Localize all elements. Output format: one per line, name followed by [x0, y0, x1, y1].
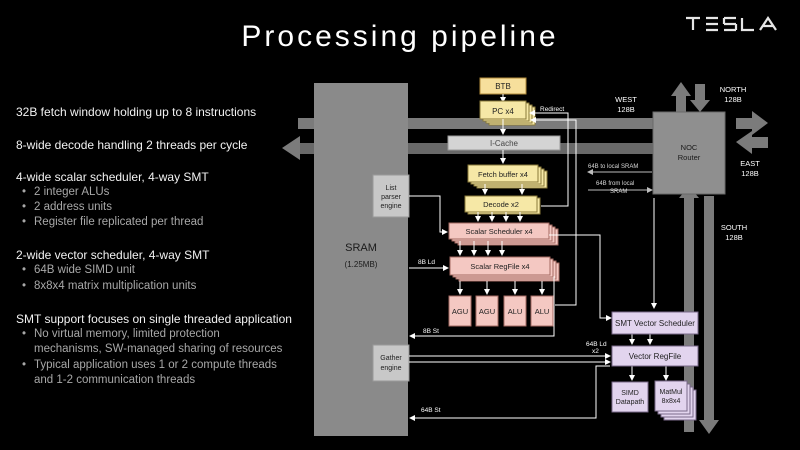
matmul-label: MatMul	[660, 389, 683, 396]
bullet-item: •Register file replicated per thread	[22, 216, 204, 228]
smt-heading: SMT support focuses on single threaded a…	[16, 312, 292, 326]
agu-unit	[448, 295, 472, 327]
fetch-buffer-label: Fetch buffer x4	[478, 170, 528, 179]
bullet-item: •8x8x4 matrix multiplication units	[22, 280, 197, 292]
sram-size: (1.25MB)	[345, 260, 378, 269]
matmul-block	[654, 380, 688, 412]
bullet-item: •No virtual memory, limited protection	[22, 328, 220, 340]
scalar-regfile-label: Scalar RegFile x4	[470, 262, 529, 271]
ld-8b-label: 8B Ld	[418, 259, 435, 266]
sram-label: SRAM	[345, 242, 377, 254]
north-down-shaft	[695, 84, 705, 102]
alu-label: ALU	[535, 307, 550, 316]
tesla-logo	[686, 16, 777, 32]
simd-label: SIMD	[621, 390, 639, 397]
south-down-arrow	[699, 420, 719, 434]
bullet-item-continuation: and 1-2 communication threads	[34, 374, 196, 386]
vector-regfile-block	[611, 345, 699, 367]
bullet-item: •Typical application uses 1 or 2 compute…	[22, 359, 277, 371]
north-up-arrow	[671, 82, 691, 96]
scalar-scheduler-block	[448, 222, 550, 240]
south-down-shaft	[704, 196, 714, 422]
alu-label: ALU	[508, 307, 523, 316]
list-parser-label: engine	[380, 203, 401, 210]
ld-64b-x2-label: x2	[592, 348, 599, 355]
east-width-label: 128B	[741, 169, 759, 178]
bullet-item: •2 integer ALUs	[22, 186, 110, 198]
list-parser-label: parser	[381, 194, 402, 201]
icache-label: I-Cache	[490, 139, 519, 148]
decode-label: Decode x2	[483, 200, 519, 209]
gather-label: engine	[380, 365, 401, 372]
south-label: SOUTH	[721, 223, 747, 232]
simd-datapath-block	[611, 381, 649, 413]
scalar-scheduler-label: Scalar Scheduler x4	[465, 227, 532, 236]
north-up-shaft	[676, 96, 686, 116]
vector-regfile-label: Vector RegFile	[629, 352, 682, 361]
west-out-arrow	[282, 136, 300, 160]
st-8b-label: 8B St	[423, 328, 439, 335]
agu-unit	[475, 295, 499, 327]
bullet-item-continuation: mechanisms, SW-managed sharing of resour…	[34, 343, 283, 355]
local-sram-arrows	[587, 169, 653, 193]
west-in-bus	[298, 118, 653, 129]
direction-labels: WEST 128B NORTH 128B EAST 128B SOUTH 128…	[615, 85, 760, 242]
north-label: NORTH	[720, 85, 747, 94]
list-parser-label: List	[386, 185, 397, 192]
alu-unit	[530, 295, 554, 327]
agu-label: AGU	[452, 307, 468, 316]
agu-label: AGU	[479, 307, 495, 316]
east-label: EAST	[740, 159, 760, 168]
noc-label: NOC	[681, 143, 698, 152]
ld-64b-label: 64B Ld	[586, 341, 607, 348]
gather-engine	[372, 344, 410, 382]
north-width-label: 128B	[724, 95, 742, 104]
fetch-window-text: 32B fetch window holding up to 8 instruc…	[16, 105, 257, 119]
west-width-label: 128B	[617, 105, 635, 114]
vector-heading: 2-wide vector scheduler, 4-way SMT	[16, 248, 210, 262]
decode-text: 8-wide decode handling 2 threads per cyc…	[16, 138, 248, 152]
scalar-heading: 4-wide scalar scheduler, 4-way SMT	[16, 170, 209, 184]
noc-label: Router	[678, 153, 701, 162]
west-label: WEST	[615, 95, 637, 104]
south-width-label: 128B	[725, 233, 743, 242]
bullet-item: •2 address units	[22, 201, 112, 213]
north-down-arrow	[690, 100, 710, 112]
btb-label: BTB	[495, 82, 511, 91]
icache-block	[447, 135, 561, 151]
fetch-buffer-block	[467, 164, 539, 183]
east-in-arrow	[736, 131, 768, 154]
to-local-sram-label: 64B to local SRAM	[588, 164, 638, 170]
local-sram-labels: 64B to local SRAM 64B from local SRAM	[588, 164, 638, 195]
smt-vector-scheduler-label: SMT Vector Scheduler	[615, 319, 695, 328]
noc-router	[652, 111, 726, 195]
list-parser-engine	[372, 174, 410, 218]
east-out-arrow	[736, 111, 768, 135]
from-local-sram-label: SRAM	[610, 189, 627, 195]
scalar-regfile-block	[449, 256, 551, 276]
smt-vector-scheduler-block	[611, 311, 699, 335]
alu-unit	[503, 295, 527, 327]
decode-block	[464, 195, 538, 213]
pipeline-connectors	[409, 110, 669, 421]
gather-label: Gather	[380, 355, 402, 362]
slide-title: Processing pipeline	[241, 20, 559, 53]
matmul-label: 8x8x4	[662, 398, 681, 405]
st-64b-label: 64B St	[421, 407, 441, 414]
simd-label: Datapath	[616, 399, 645, 406]
bullet-item: •64B wide SIMD unit	[22, 264, 135, 276]
pc-label: PC x4	[492, 107, 514, 116]
wire-labels: 8B Ld 8B St 64B Ld x2 64B St	[418, 259, 607, 414]
from-local-sram-label: 64B from local	[596, 181, 634, 187]
redirect-label: Redirect	[540, 106, 564, 113]
